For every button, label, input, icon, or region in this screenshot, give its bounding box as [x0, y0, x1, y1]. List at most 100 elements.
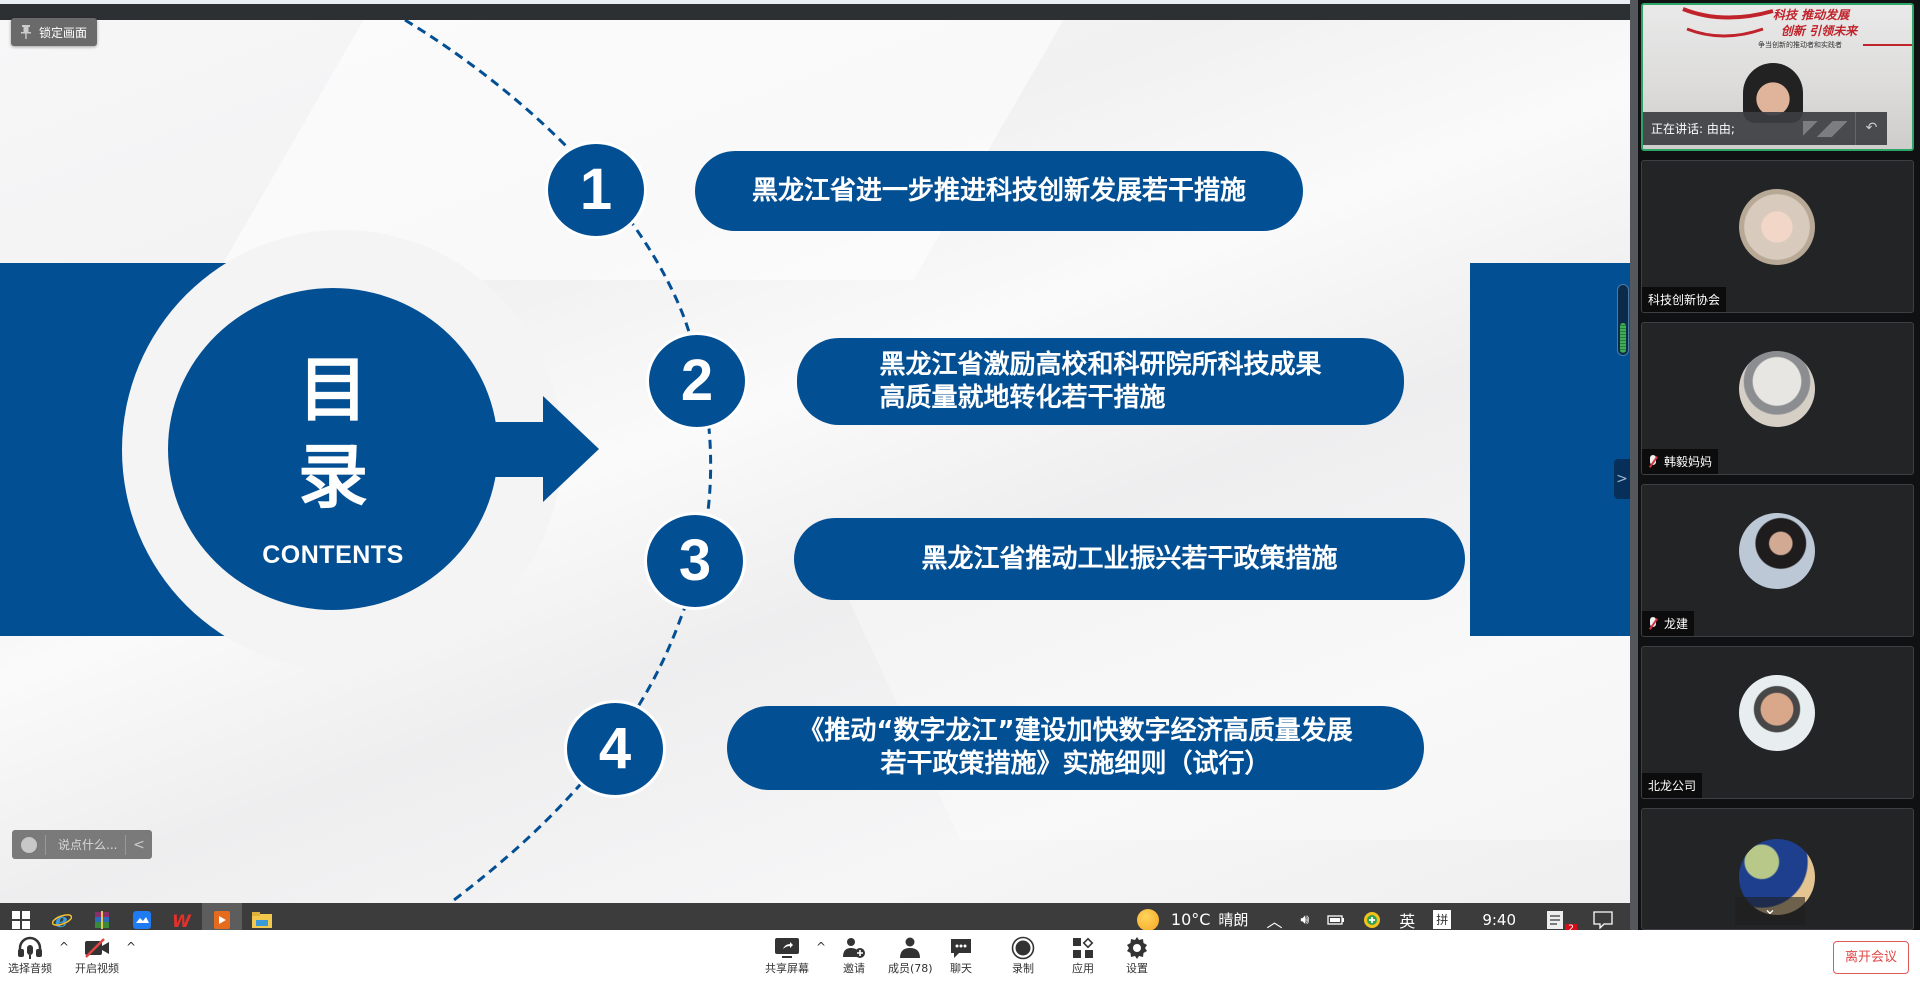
battery-icon[interactable] [1318, 914, 1354, 926]
contents-item-2: 黑龙江省激励高校和科研院所科技成果 高质量就地转化若干措施 [797, 338, 1404, 425]
video-off-icon [84, 934, 110, 962]
apps-grid-icon [1072, 934, 1094, 962]
share-options-caret[interactable]: ^ [816, 940, 827, 954]
item-text: 黑龙江省推动工业振兴若干政策措施 [921, 543, 1338, 574]
winrar-icon[interactable] [82, 903, 122, 930]
svg-text:科技 推动发展: 科技 推动发展 [1773, 8, 1851, 22]
speaking-indicator: 正在讲话: 由由; ↶ [1643, 112, 1887, 145]
media-player-icon[interactable] [202, 903, 242, 930]
slide-title-en: CONTENTS [262, 541, 404, 569]
right-blue-band [1470, 263, 1630, 636]
contents-circle [168, 288, 498, 610]
participant-name: 龙建 [1664, 617, 1689, 631]
chevron-left-icon[interactable]: < [133, 836, 145, 853]
item-text: 黑龙江省激励高校和科研院所科技成果 [879, 349, 1322, 380]
apps-button[interactable]: 应用 [1072, 934, 1094, 982]
participant-nameplate: 北龙公司 [1642, 773, 1703, 798]
share-screen-button[interactable]: 共享屏幕 [765, 934, 809, 982]
chat-input-bar[interactable]: 说点什么... < [12, 830, 152, 859]
avatar [1739, 189, 1815, 265]
chevron-up-icon[interactable]: ︿ [1266, 911, 1283, 931]
audio-options-caret[interactable]: ^ [59, 940, 70, 954]
svg-text:e: e [55, 910, 68, 930]
participant-tile[interactable]: 科技创新协会 [1641, 160, 1914, 313]
tencent-meeting-icon[interactable] [122, 903, 162, 930]
participant-name: 北龙公司 [1648, 779, 1697, 793]
members-icon [898, 934, 922, 962]
record-icon [1011, 934, 1035, 962]
divider [125, 834, 126, 855]
item-number-3: 3 [644, 512, 746, 610]
invite-label: 邀请 [843, 962, 865, 975]
chat-bubble-icon [950, 934, 972, 962]
windows-start-icon[interactable] [0, 903, 42, 930]
security-shield-icon[interactable] [1354, 911, 1390, 929]
chat-label: 聊天 [950, 962, 972, 975]
item-number-4: 4 [564, 700, 666, 798]
shared-screen: 目 录 CONTENTS 1 2 3 4 黑龙江省进一步推进科技创新发展若干措施… [0, 0, 1630, 930]
record-label: 录制 [1012, 962, 1034, 975]
participant-tile[interactable]: 龙建 [1641, 484, 1914, 637]
avatar [1739, 513, 1815, 589]
members-button[interactable]: 成员(78) [888, 934, 933, 982]
share-screen-label: 共享屏幕 [765, 962, 809, 975]
video-options-caret[interactable]: ^ [126, 940, 137, 954]
record-button[interactable]: 录制 [1011, 934, 1035, 982]
lock-screen-button[interactable]: 锁定画面 [11, 18, 97, 46]
weather-widget[interactable]: 10°C 晴朗 [1128, 908, 1258, 930]
participant-tile[interactable]: 北龙公司 [1641, 646, 1914, 799]
wps-office-icon[interactable]: W [162, 903, 202, 930]
clock[interactable]: 9:40 [1482, 910, 1516, 929]
contents-item-3: 黑龙江省推动工业振兴若干政策措施 [794, 518, 1465, 600]
divider [45, 834, 46, 855]
item-text: 若干政策措施》实施细则（试行） [880, 749, 1271, 779]
file-explorer-icon[interactable] [242, 903, 282, 930]
active-speaker-tile[interactable]: 科技 推动发展 创新 引领未来 争当创新的推动者和实践者 正在讲话: 由由; ↶ [1641, 3, 1914, 151]
system-tray: 10°C 晴朗 ︿ 🔊︎ 英 拼 9:40 2 [1128, 903, 1630, 930]
volume-meter [1617, 284, 1629, 356]
action-center-icon[interactable] [1584, 910, 1622, 929]
item-number-2: 2 [646, 332, 748, 430]
slide-title-cn: 录 [298, 436, 368, 518]
chat-input-placeholder[interactable]: 说点什么... [58, 838, 118, 852]
lock-screen-label: 锁定画面 [39, 25, 88, 40]
window-top-edge [0, 0, 1630, 4]
svg-text:创新 引领未来: 创新 引领未来 [1781, 24, 1859, 38]
avatar [1739, 675, 1815, 751]
settings-button[interactable]: 设置 [1125, 934, 1149, 982]
reply-arrow-icon[interactable]: ↶ [1855, 112, 1887, 145]
svg-text:争当创新的推动者和实践者: 争当创新的推动者和实践者 [1758, 40, 1842, 49]
chat-button[interactable]: 聊天 [950, 934, 972, 982]
weather-text: 晴朗 [1218, 911, 1249, 929]
leave-meeting-button[interactable]: 离开会议 [1833, 941, 1909, 974]
mic-muted-icon [1648, 455, 1658, 468]
sun-icon [1136, 908, 1159, 930]
pin-icon [21, 25, 31, 39]
collapse-panel-button[interactable]: > [1614, 459, 1630, 499]
ime-language[interactable]: 英 [1399, 911, 1416, 931]
invite-button[interactable]: 邀请 [842, 934, 866, 982]
backdrop-banner: 科技 推动发展 创新 引领未来 争当创新的推动者和实践者 [1682, 7, 1912, 49]
internet-explorer-icon[interactable]: e [42, 903, 82, 930]
settings-label: 设置 [1126, 962, 1148, 975]
start-video-button[interactable]: 开启视频 [75, 934, 119, 982]
members-label: 成员(78) [888, 962, 933, 975]
participant-tile[interactable]: 韩毅妈妈 [1641, 322, 1914, 475]
emoji-icon[interactable] [21, 836, 37, 853]
weather-temp: 10°C [1170, 910, 1211, 929]
meeting-logo-icon [1803, 121, 1847, 137]
select-audio-label: 选择音频 [8, 962, 52, 975]
chevron-down-icon[interactable]: ⌄ [1735, 897, 1805, 925]
contents-item-4: 《推动“数字龙江”建设加快数字经济高质量发展 若干政策措施》实施细则（试行） [727, 706, 1424, 790]
meeting-toolbar: 选择音频 ^ 开启视频 ^ 共享屏幕 ^ 邀请 成员(7 [0, 930, 1920, 983]
speaker-icon[interactable]: 🔊︎ [1300, 911, 1310, 928]
ime-mode[interactable]: 拼 [1424, 910, 1460, 929]
panel-resize-handle[interactable] [1630, 0, 1638, 930]
svg-text:W: W [172, 912, 192, 929]
gear-icon [1125, 934, 1149, 962]
notes-icon[interactable]: 2 [1538, 910, 1577, 930]
item-number-1: 1 [545, 141, 647, 239]
shared-screen-top-bar [0, 4, 1630, 20]
select-audio-button[interactable]: 选择音频 [8, 934, 52, 982]
mic-muted-icon [1648, 617, 1658, 630]
